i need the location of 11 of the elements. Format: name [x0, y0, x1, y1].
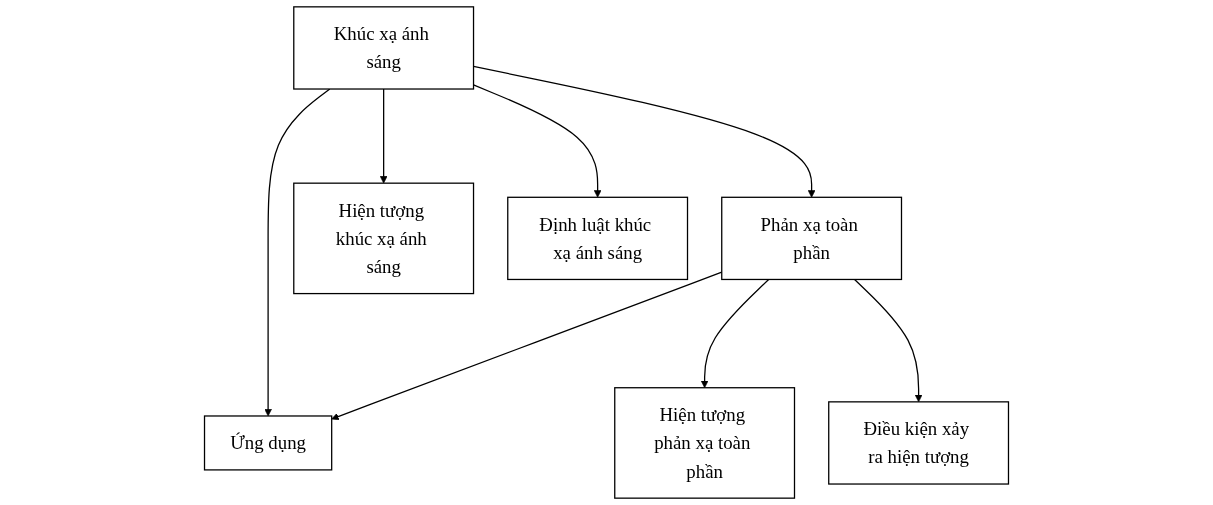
arrow: [264, 88, 331, 417]
node-box: Điều kiện xảy ra hiện tượng: [828, 401, 1010, 485]
node-box: Định luật khúc xạ ánh sáng: [507, 196, 689, 281]
arrow: [700, 278, 770, 389]
node-box: Phản xạ toàn phần: [721, 196, 903, 281]
node-box: Khúc xạ ánh sáng: [293, 6, 475, 90]
node-box: Hiện tượng khúc xạ ánh sáng: [293, 182, 475, 295]
node-box: Ứng dụng: [203, 415, 333, 471]
node-box: Hiện tượng phản xạ toàn phần: [614, 387, 796, 499]
arrow: [853, 278, 923, 403]
arrow: [379, 88, 388, 184]
